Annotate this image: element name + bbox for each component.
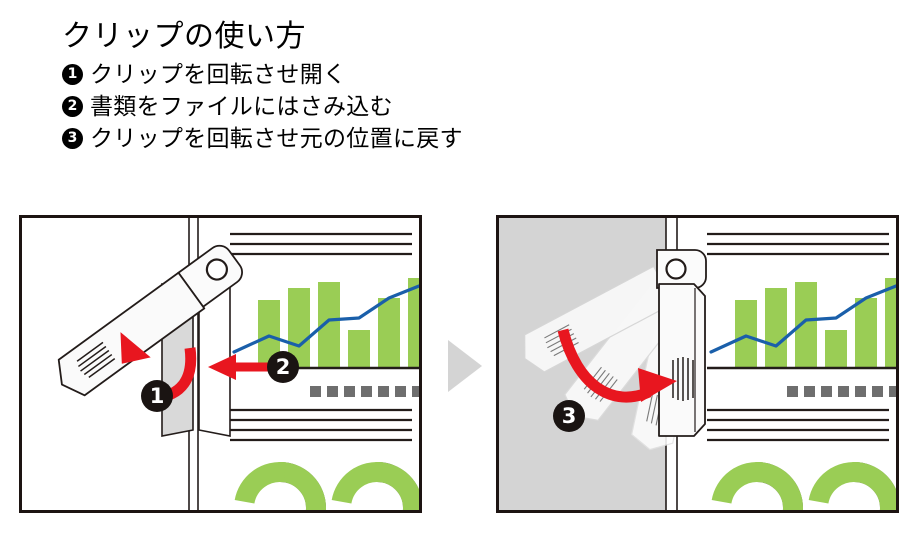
document-page-left-panel: [230, 232, 419, 510]
donut-charts-right: [711, 462, 896, 510]
step-item-3: 3 クリップを回転させ元の位置に戻す: [62, 122, 762, 154]
document-bottom-rules: [230, 408, 412, 442]
document-top-rules: [230, 232, 412, 256]
step-number-badge-3: 3: [62, 127, 83, 149]
figure-panel-after: 3: [496, 215, 899, 513]
figure-panel-before: 1 2: [19, 215, 422, 513]
step-label-1: クリップを回転させ開く: [90, 61, 347, 87]
insert-arrow-left: [208, 354, 270, 380]
dashed-row-right: [787, 386, 896, 397]
progress-arrow-icon: [444, 338, 484, 394]
step-label-2: 書類をファイルにはさみ込む: [90, 93, 393, 119]
donut-chart-4: [808, 462, 896, 510]
dashed-row-left: [310, 386, 419, 397]
panel-before-artwork: 1 2: [22, 218, 419, 510]
clip-arm-right: [656, 249, 707, 437]
trend-line-right: [709, 284, 896, 354]
step-number-badge-1: 1: [62, 63, 83, 85]
trend-line-left: [232, 284, 419, 354]
clip-grip-hatching-left: [76, 341, 116, 379]
step-item-2: 2 書類をファイルにはさみ込む: [62, 90, 762, 122]
illustration-figure: 1 2: [0, 208, 920, 528]
bar-chart-right: [707, 278, 896, 370]
donut-chart-2: [331, 462, 419, 510]
donut-charts-left: [234, 462, 419, 510]
step-label-3: クリップを回転させ元の位置に戻す: [90, 125, 463, 151]
instructions-block: クリップの使い方 1 クリップを回転させ開く 2 書類をファイルにはさみ込む 3…: [62, 18, 762, 154]
page-title: クリップの使い方: [62, 20, 306, 53]
bar-chart-left: [230, 278, 419, 370]
step-marker-3-label: 3: [562, 404, 577, 428]
document-bottom-rules-right: [707, 408, 889, 442]
panel-after-artwork: 3: [499, 218, 896, 510]
clip-arm-left: [57, 244, 243, 397]
rotation-arrow-right: [557, 328, 677, 403]
document-top-rules-right: [707, 232, 889, 256]
step-item-1: 1 クリップを回転させ開く: [62, 58, 762, 90]
step-marker-2-label: 2: [276, 355, 291, 379]
step-marker-2: 2: [267, 351, 299, 383]
step-marker-1-label: 1: [150, 384, 165, 408]
step-marker-3: 3: [553, 400, 585, 432]
step-marker-1: 1: [141, 380, 173, 412]
donut-chart-3: [711, 462, 803, 510]
clip-grip-hatching-right: [672, 357, 694, 401]
donut-chart-1: [234, 462, 326, 510]
document-page-right-panel: [707, 232, 896, 510]
step-number-badge-2: 2: [62, 95, 83, 117]
